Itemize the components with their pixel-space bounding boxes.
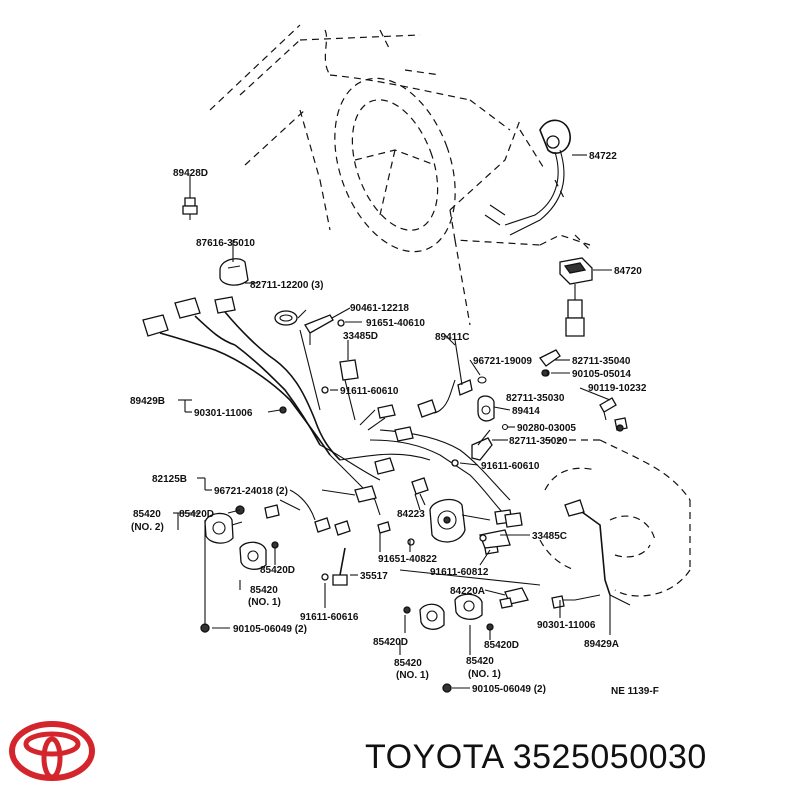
harness-89429A: [551, 499, 631, 609]
label-84220A: 84220A: [450, 586, 485, 597]
transmission-outline: [539, 439, 691, 597]
label-90301-11006-left: 90301-11006: [194, 408, 253, 419]
sensor-89411C: [417, 339, 487, 418]
label-82711-12200: 82711-12200 (3): [250, 280, 323, 291]
footer-brand-line: TOYOTA 3525050030: [365, 738, 707, 777]
small-connectors-left: [264, 489, 391, 536]
solenoid-85420-no1-lower-left: [403, 603, 445, 630]
label-33485C: 33485C: [532, 531, 567, 542]
label-82711-35020: 82711-35020: [509, 436, 568, 447]
part-number: 3525050030: [512, 738, 707, 776]
label-90105-05014: 90105-05014: [572, 369, 631, 380]
dashboard-outline: [209, 24, 591, 326]
label-no1-lower-right: (NO. 1): [468, 669, 501, 680]
label-91611-60812: 91611-60812: [430, 567, 489, 578]
label-85420-no2: 85420: [133, 509, 161, 520]
sensor-89428D: [182, 180, 198, 220]
label-no1-left: (NO. 1): [248, 597, 281, 608]
label-85420-lower-right: 85420: [466, 656, 494, 667]
label-89429B: 89429B: [130, 396, 165, 407]
label-84223: 84223: [397, 509, 425, 520]
label-91611-60616: 91611-60616: [300, 612, 359, 623]
label-90280-03005: 90280-03005: [517, 423, 576, 434]
toyota-logo-icon: [9, 721, 95, 781]
label-85420D-upper: 85420D: [179, 509, 214, 520]
label-89428D: 89428D: [173, 168, 208, 179]
bracket-90461: [304, 314, 334, 345]
label-85420-no1-left: 85420: [250, 585, 278, 596]
label-33485D: 33485D: [343, 331, 378, 342]
label-90301-11006-right: 90301-11006: [537, 620, 596, 631]
label-82711-35030: 82711-35030: [506, 393, 565, 404]
label-91651-40610: 91651-40610: [366, 318, 425, 329]
label-91611-60610-right: 91611-60610: [481, 461, 540, 472]
solenoid-85420-no1-left: [239, 541, 279, 570]
label-no2: (NO. 2): [131, 522, 164, 533]
bracket-82711-35020: [471, 429, 493, 461]
label-82711-35040: 82711-35040: [572, 356, 631, 367]
callout-labels: 89428D 87616-35010 82711-12200 (3) 90461…: [130, 151, 659, 697]
bracket-33485D: [339, 340, 359, 381]
label-90461-12218: 90461-12218: [350, 303, 409, 314]
sensor-89414: [477, 395, 495, 422]
label-drawing-number: NE 1139-F: [611, 686, 659, 697]
switch-84720: [559, 257, 593, 337]
bolts: [200, 319, 624, 693]
clamp-87616: [219, 250, 249, 286]
label-89411C: 89411C: [435, 332, 469, 343]
shift-lever-84722: [484, 119, 571, 236]
harness-connectors: [354, 404, 523, 528]
label-90119-10232: 90119-10232: [588, 383, 647, 394]
label-84722: 84722: [589, 151, 617, 162]
label-89414: 89414: [512, 406, 540, 417]
label-96721-19009: 96721-19009: [473, 356, 532, 367]
steering-wheel: [334, 77, 456, 253]
label-82125B: 82125B: [152, 474, 187, 485]
solenoid-85420-no2: [204, 505, 245, 544]
label-35517: 35517: [360, 571, 388, 582]
label-96721-24018: 96721-24018 (2): [214, 486, 288, 497]
sensor-84220A: [499, 587, 529, 609]
label-85420D-lower-left: 85420D: [373, 637, 408, 648]
label-91611-60610-left: 91611-60610: [340, 386, 399, 397]
sensor-84223: [411, 477, 429, 506]
label-84720: 84720: [614, 266, 642, 277]
label-85420D-lower-right: 85420D: [484, 640, 519, 651]
label-85420D-mid: 85420D: [260, 565, 295, 576]
label-89429A: 89429A: [584, 639, 619, 650]
tube-35517: [332, 547, 348, 586]
bracket-82711-35030: [599, 397, 628, 431]
label-85420-lower-left: 85420: [394, 658, 422, 669]
label-91651-40822: 91651-40822: [378, 554, 437, 565]
leader-lines: [173, 154, 612, 689]
label-90105-06049-lower: 90105-06049 (2): [472, 684, 546, 695]
label-90105-06049-left: 90105-06049 (2): [233, 624, 307, 635]
label-87616-35010: 87616-35010: [196, 238, 255, 249]
connectors-upper-left: [142, 296, 236, 337]
clip-82711-12200: [274, 310, 298, 326]
label-no1-lower-left: (NO. 1): [396, 670, 429, 681]
brand-name: TOYOTA: [365, 738, 503, 776]
solenoid-85420-no1-lower-right: [454, 593, 494, 631]
